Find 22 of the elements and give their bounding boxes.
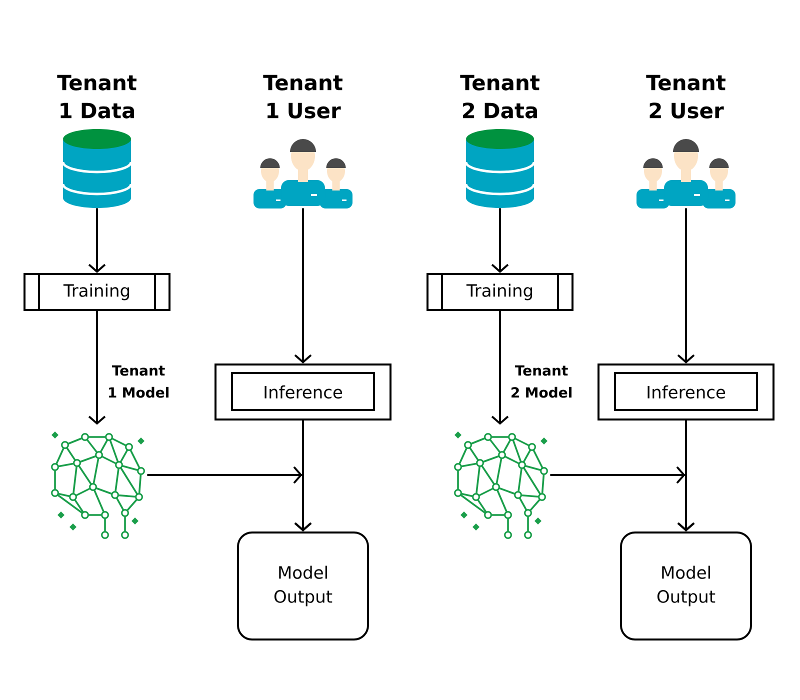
arrow [147,466,312,532]
process-box: Training [24,273,170,311]
heading: Tenant 2 Data [460,74,540,118]
process-box: Inference [598,364,774,420]
neural-network-drawing [454,432,548,539]
output-box: Model Output [237,532,369,640]
arrow [491,311,509,425]
heading: Tenant 1 Data [57,74,136,118]
process-box: Training [426,273,574,311]
heading: Tenant 1 User [263,74,342,118]
process-box: Inference [214,364,392,420]
neural-network-drawing [51,432,145,539]
edge-label: Tenant 1 Model [108,365,168,398]
edge-label: Tenant 2 Model [512,365,572,398]
heading: Tenant 2 User [646,74,726,118]
arrow [88,208,106,273]
arrow [294,208,312,364]
arrow [88,311,106,425]
arrow [677,208,695,364]
arrow [491,208,509,273]
arrow [550,466,695,532]
output-box: Model Output [620,532,752,640]
